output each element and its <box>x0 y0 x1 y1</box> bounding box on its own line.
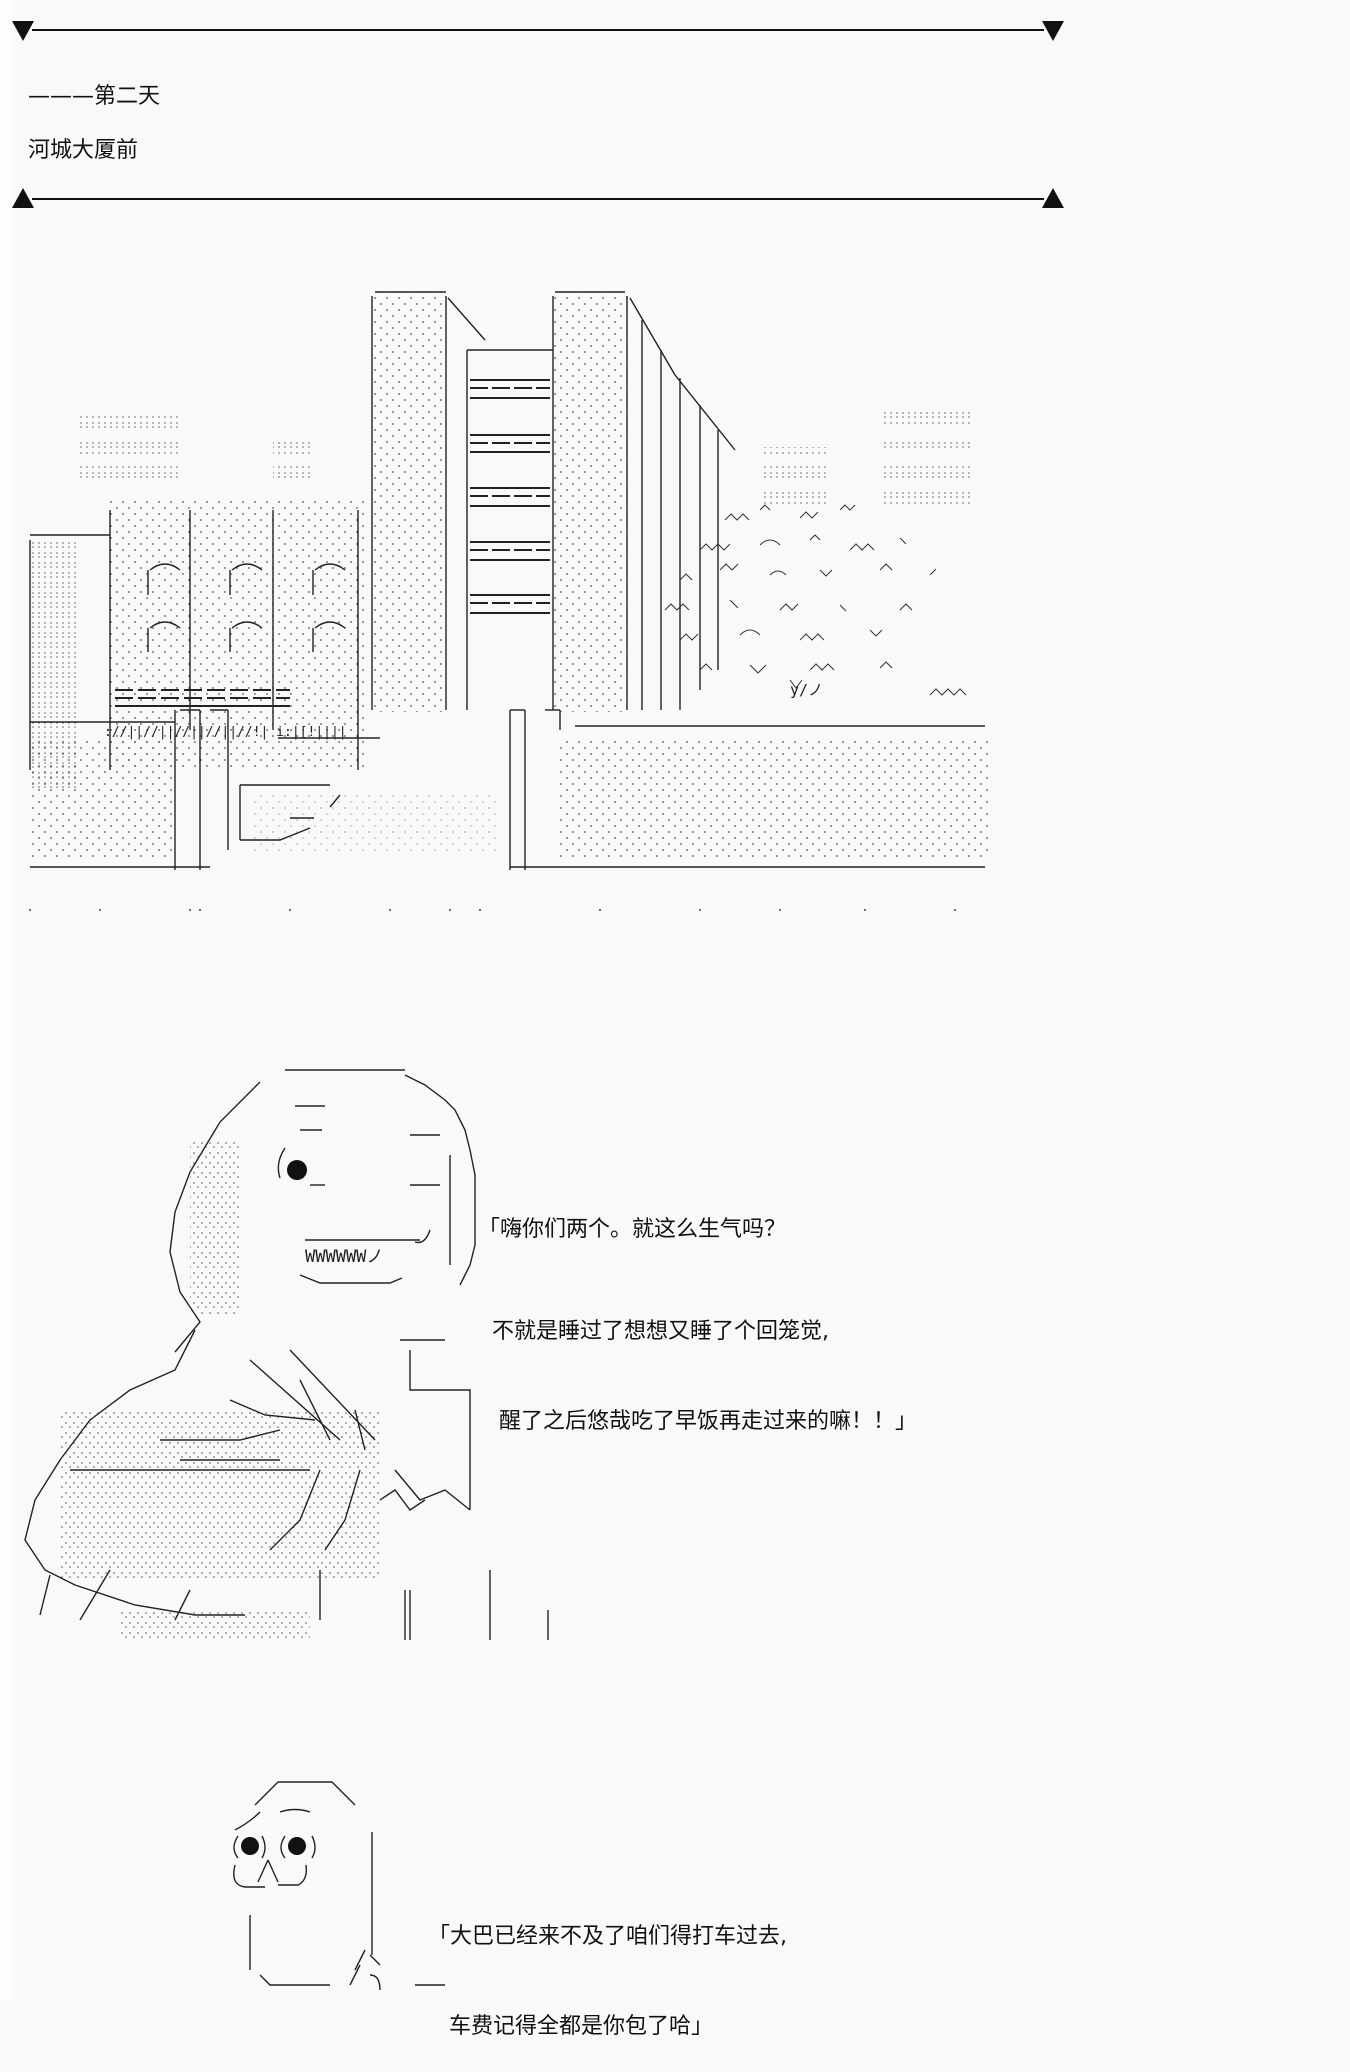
chapter-heading: ———第二天 <box>28 84 161 109</box>
bottom-divider <box>12 188 1064 210</box>
dialogue-line: 车费记得全都是你包了哈」 <box>428 2014 713 2039</box>
location-label: 河城大厦前 <box>28 138 139 163</box>
divider-line <box>32 198 1044 200</box>
triangle-down-icon <box>12 21 34 41</box>
city-buildings-art: ://||//||//||//||//!| i:|[!|||| y/ノ <box>29 291 990 911</box>
small-character-art <box>233 1781 445 1991</box>
dialogue-line: 不就是睡过了想想又睡了个回笼觉, <box>478 1319 829 1344</box>
speech-bubble-2: 「大巴已经来不及了咱们得打车过去, 车费记得全都是你包了哈」 <box>428 1862 787 2072</box>
page-left-margin <box>0 0 12 2000</box>
svg-text:y/ノ: y/ノ <box>790 681 823 699</box>
dialogue-line: 醒了之后悠哉吃了早饭再走过来的嘛！！」 <box>478 1409 917 1434</box>
triangle-down-icon <box>1042 21 1064 41</box>
top-divider <box>12 19 1064 41</box>
dialogue-line: 「大巴已经来不及了咱们得打车过去, <box>428 1924 787 1949</box>
grinning-character-art: WWWWWWノ <box>24 1069 549 1640</box>
svg-text:://||//||//||//||//!| i:|[!|||: ://||//||//||//||//!| i:|[!|||| <box>104 725 347 740</box>
triangle-up-icon <box>1042 188 1064 208</box>
dialogue-line: 「嗨你们两个。就这么生气吗？ <box>478 1217 787 1242</box>
triangle-up-icon <box>12 188 34 208</box>
speech-bubble-1: 「嗨你们两个。就这么生气吗？ 不就是睡过了想想又睡了个回笼觉, 醒了之后悠哉吃了… <box>478 1155 917 1467</box>
divider-line <box>32 29 1044 31</box>
svg-text:WWWWWWノ: WWWWWWノ <box>305 1247 383 1267</box>
